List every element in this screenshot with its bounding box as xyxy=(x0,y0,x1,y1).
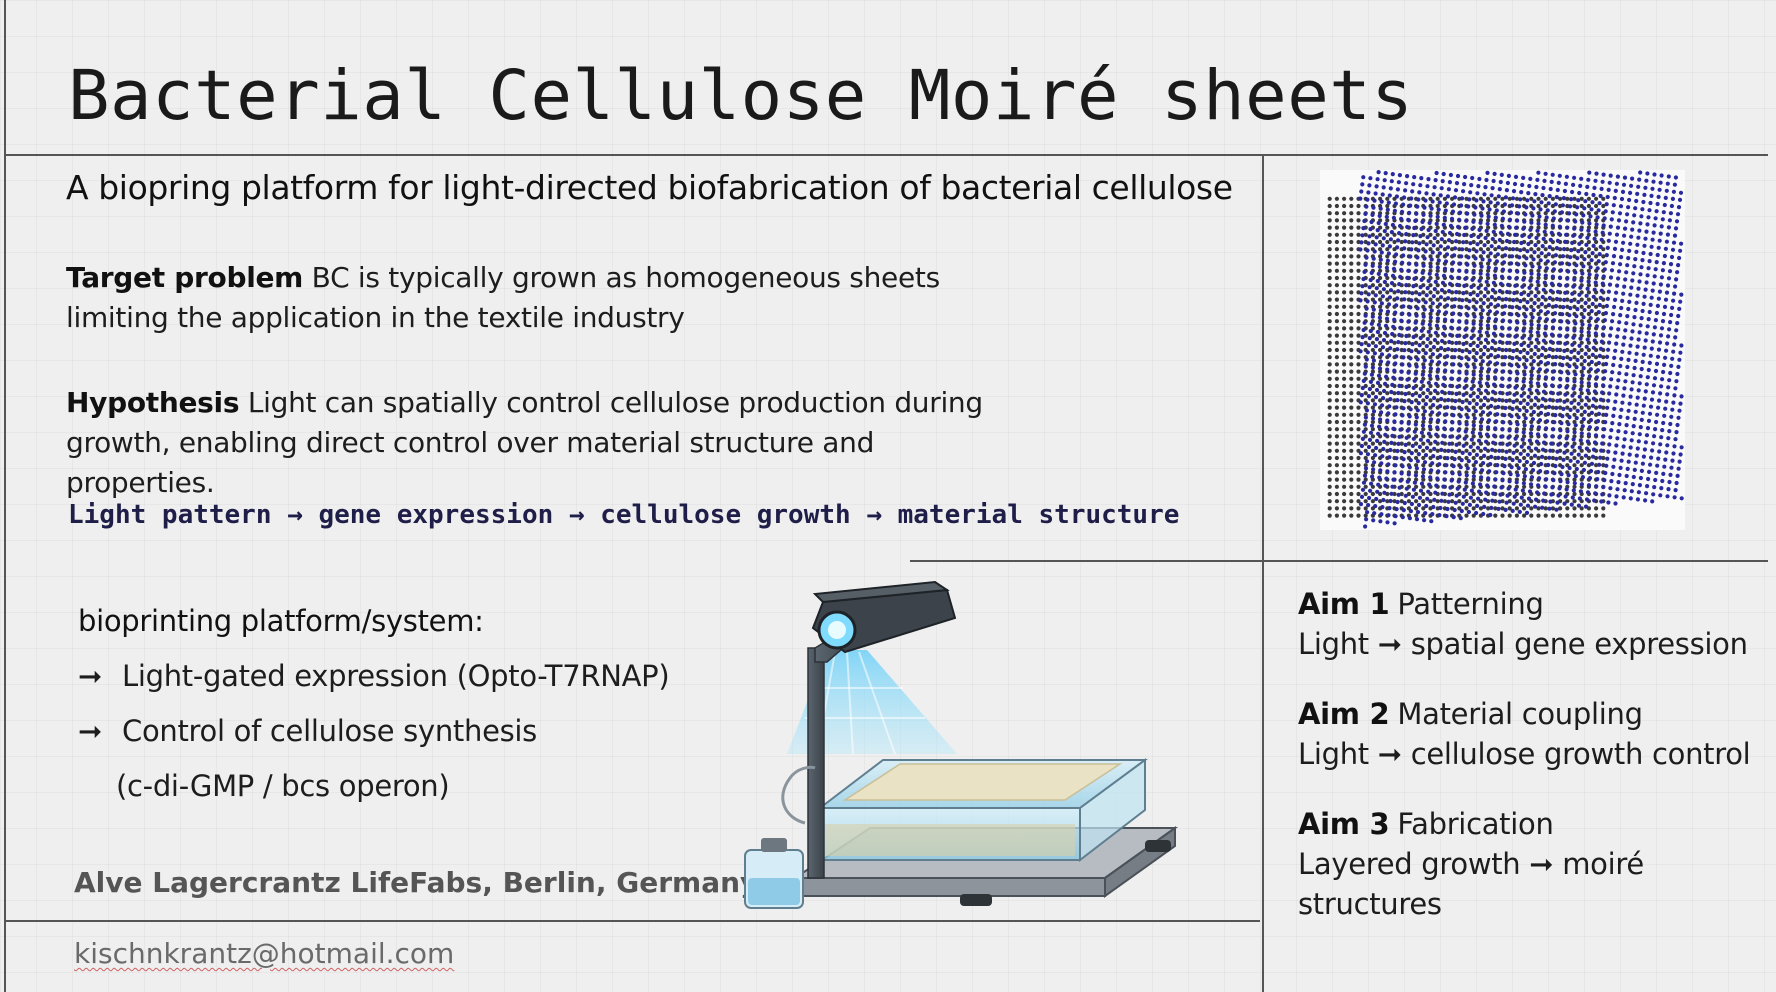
aim-label: Aim 3 xyxy=(1298,807,1390,841)
aim-description: Light ➞ cellulose growth control xyxy=(1298,737,1751,771)
aim-title: Fabrication xyxy=(1397,807,1554,841)
projector-lens-glow xyxy=(828,621,846,639)
moire-layer-blue xyxy=(1358,170,1684,529)
tray-culture xyxy=(825,824,1075,856)
page-title: Bacterial Cellulose Moiré sheets xyxy=(68,56,1414,136)
platform-item-sub: (c-di-GMP / bcs operon) xyxy=(116,769,450,803)
aim-title: Material coupling xyxy=(1397,697,1643,731)
platform-item-cellulose-synthesis: ➞ Control of cellulose synthesis xyxy=(78,704,669,759)
email-text: kischnkrantz@hotmail.com xyxy=(74,937,455,970)
subtitle: A biopring platform for light-directed b… xyxy=(66,168,1233,207)
reservoir-cap xyxy=(761,838,787,852)
hypothesis-text: Light can spatially control cellulose pr… xyxy=(66,386,983,499)
tray-side xyxy=(1079,758,1146,863)
arrow-right-icon: ➞ xyxy=(78,659,102,693)
aim-description: Layered growth ➞ moiré structures xyxy=(1298,847,1644,921)
light-beam xyxy=(787,650,957,754)
target-problem: Target problem BC is typically grown as … xyxy=(66,258,1026,338)
arrow-right-icon: ➞ xyxy=(78,714,102,748)
column-divider xyxy=(1262,154,1264,992)
affiliation: Alve Lagercrantz LifeFabs, Berlin, Germa… xyxy=(74,866,759,899)
aim-label: Aim 1 xyxy=(1298,587,1390,621)
base-foot xyxy=(1145,840,1171,852)
base-plate-edge xyxy=(794,877,1106,897)
bioprinter-illustration xyxy=(744,580,1179,909)
aim-label: Aim 2 xyxy=(1298,697,1390,731)
target-problem-label: Target problem xyxy=(66,261,304,294)
aim-title: Patterning xyxy=(1397,587,1544,621)
base-foot xyxy=(960,894,992,906)
aim-description: Light ➞ spatial gene expression xyxy=(1298,627,1748,661)
moire-pattern-image xyxy=(1320,170,1685,530)
footer-divider xyxy=(6,920,1260,922)
hypothesis-label: Hypothesis xyxy=(66,386,240,419)
platform-heading: bioprinting platform/system: xyxy=(78,604,484,638)
stand-pole xyxy=(807,647,825,879)
email-link[interactable]: kischnkrantz@hotmail.com xyxy=(74,937,454,970)
platform-item-label: Light-gated expression (Opto-T7RNAP) xyxy=(122,659,670,693)
process-flow: Light pattern → gene expression → cellul… xyxy=(68,500,1180,530)
platform-section: bioprinting platform/system: ➞ Light-gate… xyxy=(78,594,670,814)
reservoir-liquid xyxy=(748,878,800,905)
target-problem-text: BC is typically grown as homogeneous she… xyxy=(66,261,940,334)
left-border xyxy=(4,0,6,992)
hypothesis: Hypothesis Light can spatially control c… xyxy=(66,383,1026,503)
platform-item-light-gated: ➞ Light-gated expression (Opto-T7RNAP) xyxy=(78,649,670,704)
tubing xyxy=(781,765,816,825)
platform-item-label: Control of cellulose synthesis xyxy=(122,714,537,748)
cellulose-mat xyxy=(842,763,1123,801)
mid-divider xyxy=(910,560,1768,562)
title-divider xyxy=(6,154,1768,156)
projector-top xyxy=(812,580,950,604)
